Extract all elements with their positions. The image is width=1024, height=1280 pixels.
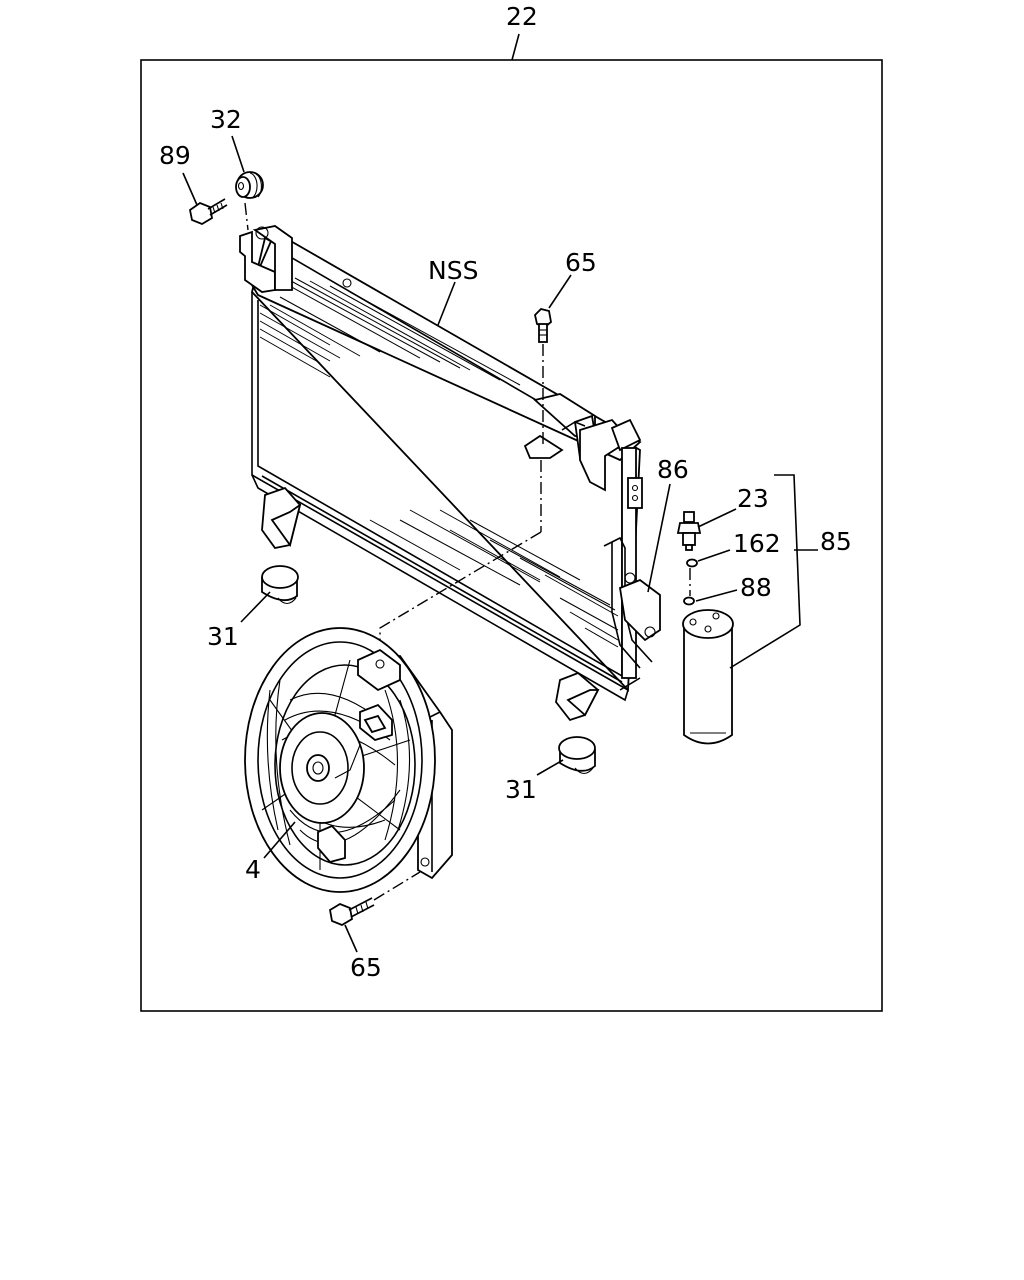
o-ring-162[interactable] <box>686 558 698 568</box>
o-ring-88[interactable] <box>683 596 695 606</box>
cushion-31-right[interactable] <box>558 736 596 775</box>
bolt-65-center[interactable] <box>534 308 552 343</box>
callout-31-left[interactable]: 31 <box>207 622 239 651</box>
callout-22[interactable]: 22 <box>506 2 538 31</box>
cushion-32[interactable] <box>235 171 264 199</box>
callout-4[interactable]: 4 <box>245 855 261 884</box>
condenser-assembly[interactable] <box>239 225 661 722</box>
callout-NSS[interactable]: NSS <box>428 256 478 285</box>
receiver-drier[interactable] <box>682 609 734 745</box>
bolt-89[interactable] <box>189 198 228 226</box>
callout-65-bottom[interactable]: 65 <box>350 953 382 982</box>
callout-86[interactable]: 86 <box>657 455 689 484</box>
pressure-switch-23[interactable] <box>676 511 702 551</box>
callout-23[interactable]: 23 <box>737 484 769 513</box>
callout-85[interactable]: 85 <box>820 527 852 556</box>
diagram-frame <box>140 59 883 1012</box>
callout-88[interactable]: 88 <box>740 573 772 602</box>
callout-31-right[interactable]: 31 <box>505 775 537 804</box>
callout-89[interactable]: 89 <box>159 141 191 170</box>
cushion-31-left[interactable] <box>261 565 299 605</box>
callout-65-top[interactable]: 65 <box>565 248 597 277</box>
callout-32[interactable]: 32 <box>210 105 242 134</box>
fan-motor-assembly[interactable] <box>244 627 453 893</box>
bolt-65-bottom[interactable] <box>329 897 375 927</box>
callout-162[interactable]: 162 <box>733 529 781 558</box>
